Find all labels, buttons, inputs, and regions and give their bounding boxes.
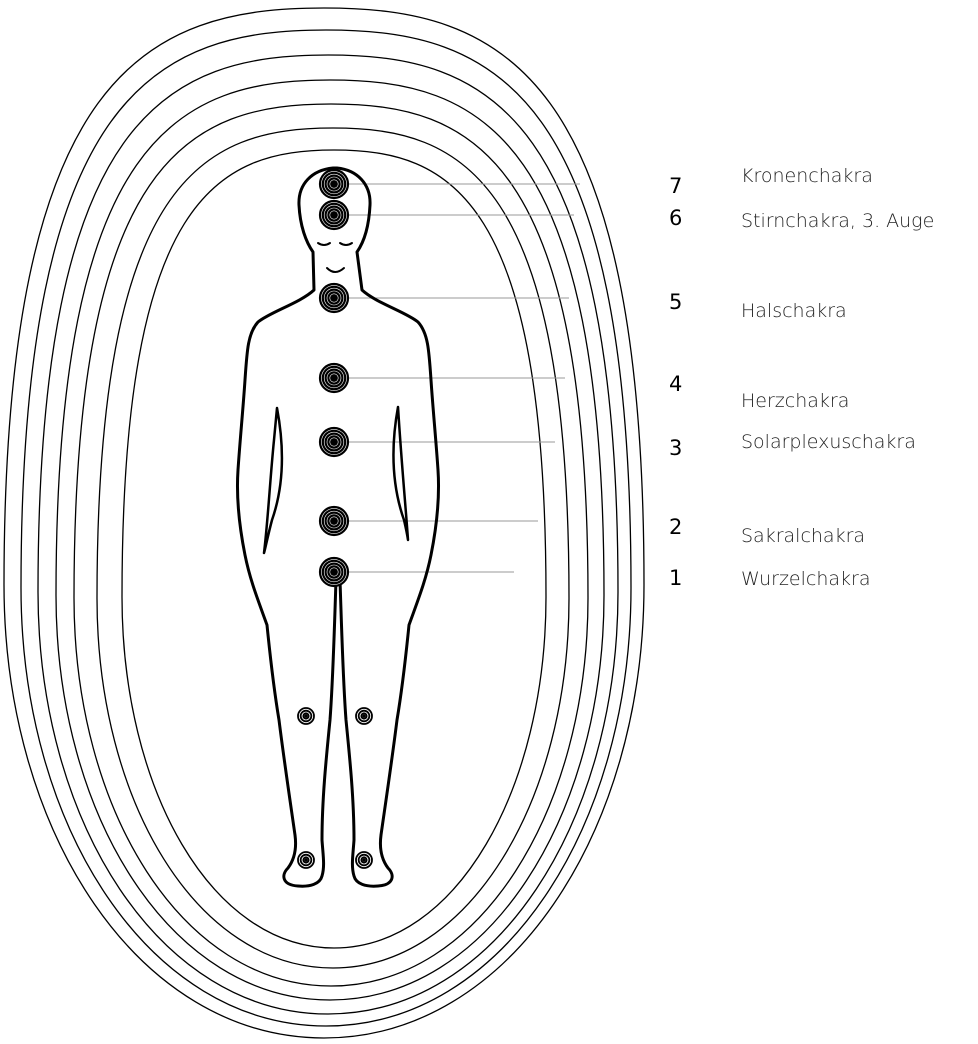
chakra-name-7: Kronenchakra [741, 167, 873, 186]
leader-lines [334, 184, 580, 572]
aura-layer [97, 128, 569, 968]
chakra-number-4: 4 [669, 374, 682, 395]
chakra-point-3 [320, 428, 348, 456]
chakra-point-6 [320, 201, 348, 229]
chakra-name-3: Solarplexuschakra [741, 433, 916, 452]
chakra-point-7 [320, 170, 348, 198]
chakra-name-4: Herzchakra [741, 392, 849, 411]
chakra-point-5 [320, 284, 348, 312]
chakra-name-1: Wurzelchakra [741, 570, 871, 589]
right-eye [340, 243, 352, 245]
chakra-name-6: Stirnchakra, 3. Auge [741, 212, 934, 231]
foot-point-left [298, 852, 314, 868]
chakra-number-5: 5 [669, 292, 682, 313]
chakra-number-1: 1 [669, 568, 682, 589]
chakra-number-6: 6 [669, 208, 682, 229]
chakra-number-3: 3 [669, 438, 682, 459]
chakra-name-5: Halschakra [741, 302, 847, 321]
aura-layer [122, 150, 546, 948]
left-arm-gap [264, 408, 282, 553]
right-arm-gap [393, 407, 408, 540]
chakra-point-1 [320, 558, 348, 586]
foot-point-right [356, 852, 372, 868]
left-eye [318, 243, 330, 245]
mouth [327, 268, 344, 272]
aura-layer [74, 104, 588, 986]
chakra-name-2: Sakralchakra [741, 527, 865, 546]
chakra-point-4 [320, 364, 348, 392]
knee-point-right [356, 708, 372, 724]
chakra-number-7: 7 [669, 176, 682, 197]
knee-point-left [298, 708, 314, 724]
chakra-point-2 [320, 507, 348, 535]
chakra-number-2: 2 [669, 517, 682, 538]
